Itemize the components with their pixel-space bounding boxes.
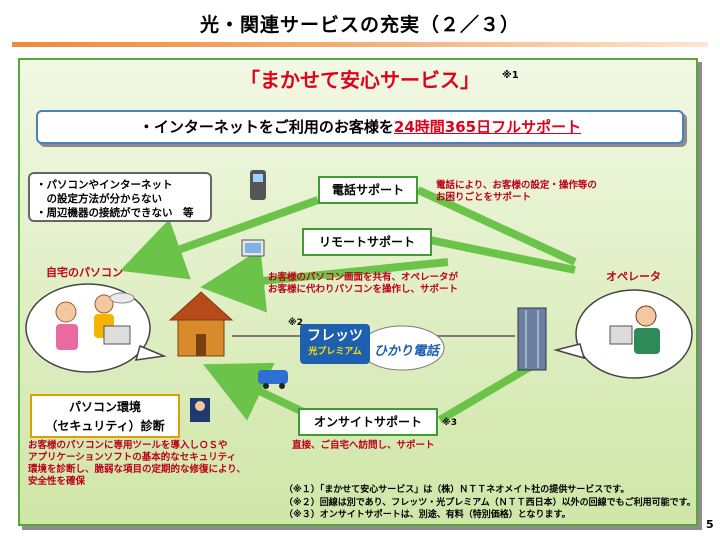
building-icon xyxy=(517,307,547,371)
slide-title: 光・関連サービスの充実（２／３） xyxy=(199,14,520,36)
diagnosis-desc-line-2: アプリケーションソフトの基本的なセキュリティ xyxy=(28,452,237,463)
home-user-icon xyxy=(55,301,77,323)
remote-support-box: リモートサポート xyxy=(302,228,432,256)
diagnosis-desc-line-3: 環境を診断し、脆弱な項目の定期的な修復により、 xyxy=(28,464,246,475)
footnote-1: （※１）「まかせて安心サービス」は（株）ＮＴＴネオメイト社の提供サービスです。 xyxy=(284,485,630,495)
banner-highlight: 24時間365日フルサポート xyxy=(393,118,582,136)
support-banner: ・インターネットをご利用のお客様を24時間365日フルサポート xyxy=(36,110,684,144)
house-icon xyxy=(168,291,234,357)
phone-desc-line-2: お困りごとをサポート xyxy=(436,192,532,203)
problem-callout: ・パソコンやインターネット の設定方法が分からない ・周辺機器の接続ができない … xyxy=(28,172,212,222)
arrow-phone-left xyxy=(119,196,320,280)
phone-support-box: 電話サポート xyxy=(318,176,418,204)
onsite-note-mark: ※3 xyxy=(442,418,458,428)
phone-icon xyxy=(250,170,266,200)
arrow-remote-left xyxy=(200,248,449,313)
diagnosis-line-2: （セキュリティ）診断 xyxy=(45,419,165,433)
flets-name: フレッツ xyxy=(307,328,363,344)
service-note-mark: ※1 xyxy=(502,70,519,81)
footnote-3: （※３）オンサイトサポートは、別途、有料（特別価格）となります。 xyxy=(284,510,571,520)
phone-support-desc: 電話により、お客様の設定・操作等の お困りごとをサポート xyxy=(436,180,597,204)
flets-subname: 光プレミアム xyxy=(308,347,362,357)
remote-screen-icon xyxy=(241,239,265,257)
remote-desc-line-1: お客様のパソコン画面を共有、オペレータが xyxy=(268,272,459,283)
network-note-mark: ※2 xyxy=(288,318,304,328)
service-title: 「まかせて安心サービス」 xyxy=(240,68,480,92)
onsite-support-box: オンサイトサポート xyxy=(298,408,438,436)
diagnosis-line-1: パソコン環境 xyxy=(68,400,141,414)
remote-desc-line-2: お客様に代わりパソコンを操作し、サポート xyxy=(268,284,459,295)
problem-line-2: の設定方法が分からない xyxy=(36,193,162,205)
home-pc-bubble xyxy=(25,283,151,373)
cd-icon xyxy=(109,292,135,304)
operator-label: オペレータ xyxy=(606,270,661,283)
footnote-2: （※２）回線は別であり、フレッツ・光プレミアム（ＮＴＴ西日本）以外の回線でもご利… xyxy=(284,497,696,508)
security-person-icon xyxy=(190,398,210,422)
hikari-denwa-logo: ひかり電話 xyxy=(374,344,440,359)
remote-support-desc: お客様のパソコン画面を共有、オペレータが お客様に代わりパソコンを操作し、サポー… xyxy=(268,272,458,296)
problem-line-3: ・周辺機器の接続ができない 等 xyxy=(36,207,194,219)
diagnosis-desc-line-1: お客様のパソコンに専用ツールを導入しＯＳや xyxy=(28,440,228,451)
onsite-support-desc: 直接、ご自宅へ訪問し、サポート xyxy=(292,440,435,451)
problem-line-1: ・パソコンやインターネット xyxy=(36,179,173,191)
home-pc-icon xyxy=(103,325,131,345)
car-icon xyxy=(258,370,288,389)
security-diagnosis-box: パソコン環境 （セキュリティ）診断 xyxy=(30,394,180,438)
arrow-remote-right xyxy=(429,236,576,274)
phone-desc-line-1: 電話により、お客様の設定・操作等の xyxy=(436,180,597,191)
diagnosis-desc: お客様のパソコンに専用ツールを導入しＯＳや アプリケーションソフトの基本的なセキ… xyxy=(28,440,246,488)
page-number: 5 xyxy=(706,518,714,531)
diagnosis-desc-line-4: 安全性を確保 xyxy=(28,476,86,487)
flets-logo: フレッツ 光プレミアム xyxy=(300,324,370,364)
banner-prefix: ・インターネットをご利用のお客様を xyxy=(138,118,394,136)
operator-icon xyxy=(635,305,657,327)
arrow-phone-right xyxy=(416,186,577,266)
footnotes: （※１）「まかせて安心サービス」は（株）ＮＴＴネオメイト社の提供サービスです。 … xyxy=(284,484,696,522)
home-pc-label: 自宅のパソコン xyxy=(46,266,123,279)
title-rule xyxy=(12,42,708,47)
